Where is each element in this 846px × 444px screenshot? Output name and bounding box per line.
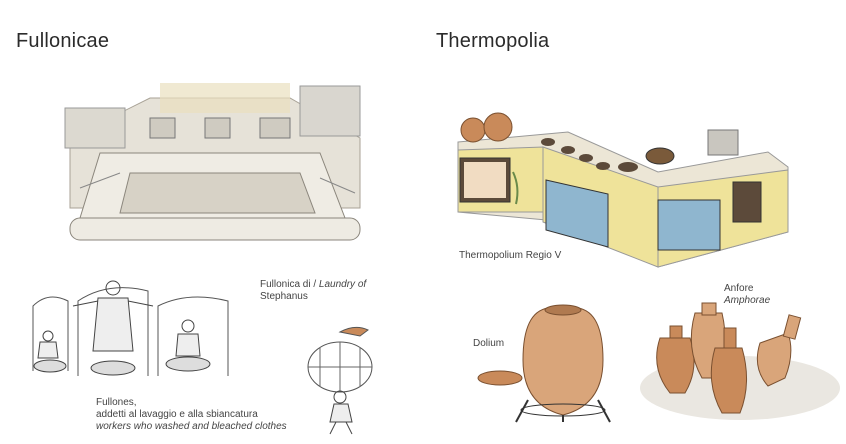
caption-anfore-it: Anfore [724, 283, 754, 294]
caption-laundry-it: Fullonica di / [260, 279, 319, 290]
cage-carrier-drawing [307, 326, 373, 435]
fullones-workers-drawing [32, 280, 229, 376]
caption-anfore-en: Amphorae [724, 295, 771, 306]
section-title-fullonicae: Fullonicae [16, 30, 110, 52]
fullonica-basin-illustration [64, 83, 361, 241]
caption-amphorae: Anfore Amphorae [724, 283, 770, 307]
amphorae-illustration [640, 302, 840, 420]
caption-laundry-en: Laundry of [318, 279, 367, 290]
thermopolium-counter-illustration [457, 112, 789, 268]
caption-fullones-line2: addetti al lavaggio e alla sbiancatura [96, 409, 258, 420]
dolium-illustration [477, 304, 611, 423]
caption-fullones-line3: workers who washed and bleached clothes [96, 421, 287, 432]
caption-fullones: Fullones, addetti al lavaggio e alla sbi… [96, 397, 287, 433]
section-title-thermopolia: Thermopolia [436, 30, 550, 52]
caption-laundry-name: Stephanus [260, 291, 308, 302]
caption-laundry: Fullonica di / Laundry of Stephanus [260, 279, 366, 303]
caption-dolium: Dolium [473, 338, 505, 349]
caption-thermopolium: Thermopolium Regio V [459, 250, 562, 261]
caption-fullones-line1: Fullones, [96, 397, 137, 408]
